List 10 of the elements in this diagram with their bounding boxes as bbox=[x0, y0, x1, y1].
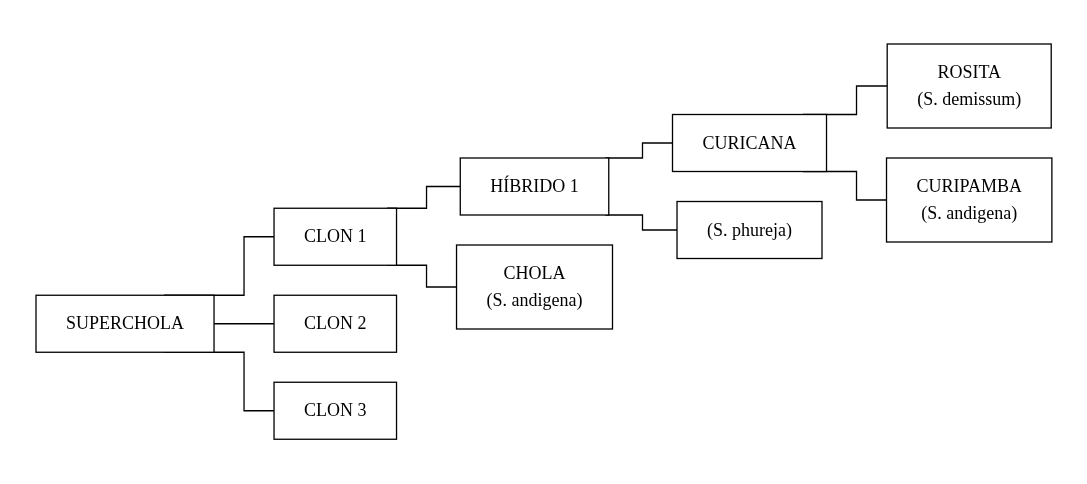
node-box: CLON 2 bbox=[272, 295, 397, 354]
node-box: CLON 1 bbox=[272, 208, 397, 267]
node-box: CURICANA bbox=[671, 114, 827, 173]
node-box: (S. phureja) bbox=[675, 201, 823, 260]
node-box: HÍBRIDO 1 bbox=[459, 157, 609, 217]
node-box: ROSITA (S. demissum) bbox=[886, 43, 1052, 130]
node-box: SUPERCHOLA bbox=[34, 295, 215, 354]
node-box: CURIPAMBA (S. andigena) bbox=[885, 157, 1053, 244]
node-box: CHOLA (S. andigena) bbox=[455, 244, 613, 331]
node-box: CLON 3 bbox=[272, 382, 397, 441]
